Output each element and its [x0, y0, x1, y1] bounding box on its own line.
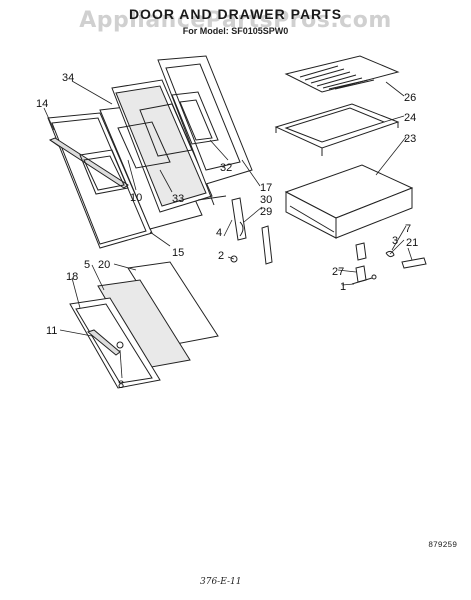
storage-drawer-body	[284, 164, 414, 239]
model-line: For Model: SF0105SPW0	[182, 26, 289, 36]
callout-2: 2	[218, 250, 224, 262]
drawer-hardware	[351, 242, 427, 285]
callout-3: 3	[392, 235, 398, 247]
callout-4: 4	[216, 227, 222, 239]
watermark: AppliancePartsPros.com	[79, 8, 392, 33]
callout-10: 10	[130, 192, 142, 204]
callout-11: 11	[46, 325, 57, 337]
callout-34: 34	[62, 72, 74, 84]
callout-24: 24	[404, 112, 416, 124]
callout-14: 14	[36, 98, 48, 110]
oven-door-panel	[47, 112, 153, 249]
callout-21: 21	[406, 237, 418, 249]
callout-20: 20	[98, 259, 110, 271]
hinge-assembly	[230, 197, 273, 265]
handwritten-note: 376-E-11	[200, 577, 242, 587]
callout-15: 15	[172, 247, 184, 259]
callout-5: 5	[84, 259, 90, 271]
callout-30: 30	[260, 194, 272, 206]
callout-8: 8	[118, 379, 124, 391]
callout-23: 23	[404, 133, 416, 145]
callout-27: 27	[332, 266, 344, 278]
callout-17: 17	[260, 182, 272, 194]
callout-18: 18	[66, 271, 78, 283]
callout-29: 29	[260, 206, 272, 218]
callout-26: 26	[404, 92, 416, 104]
door-glass-pack	[99, 79, 213, 230]
callout-1: 1	[340, 281, 346, 293]
callout-7: 7	[405, 223, 411, 235]
drawer-front-assembly	[69, 261, 219, 389]
broiler-pan	[274, 103, 400, 156]
broiler-grid	[284, 55, 400, 93]
inner-door-liner	[157, 55, 253, 206]
leader-lines	[43, 80, 413, 379]
callout-33: 33	[172, 193, 184, 205]
drawing-number: 879259	[428, 541, 457, 550]
diagram-title: DOOR AND DRAWER PARTS	[128, 6, 343, 22]
callout-32: 32	[220, 162, 232, 174]
